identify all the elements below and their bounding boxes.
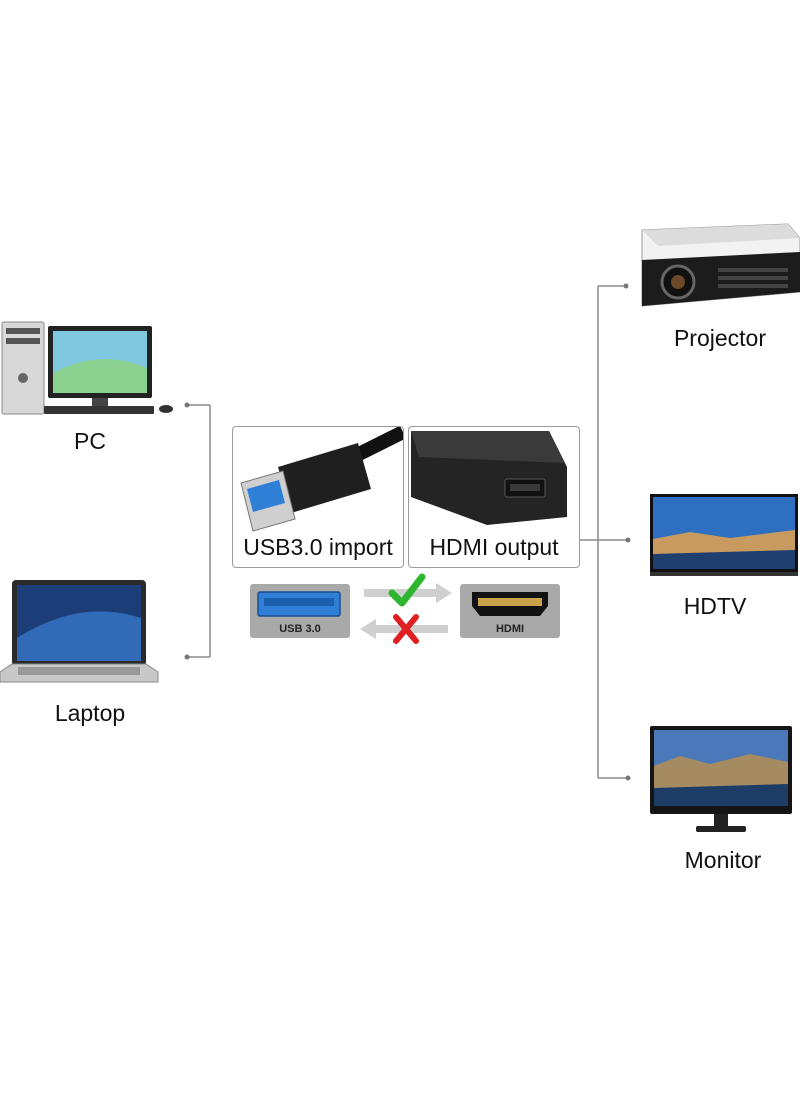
laptop-device <box>0 578 160 690</box>
monitor-device <box>650 726 794 836</box>
usb-import-caption: USB3.0 import <box>243 534 393 560</box>
direction-arrows <box>360 573 452 644</box>
usb-connector-icon <box>240 427 403 532</box>
monitor-label: Monitor <box>684 847 762 873</box>
laptop-icon <box>0 580 159 683</box>
check-icon <box>388 573 426 607</box>
laptop-label: Laptop <box>54 700 126 726</box>
pc-label: PC <box>74 428 106 454</box>
hdmi-port-icon <box>411 431 567 525</box>
hdtv-device <box>650 494 800 580</box>
hdtv-icon <box>650 494 798 576</box>
projector-device <box>638 220 800 316</box>
pc-icon <box>1 321 173 415</box>
hdmi-output-panel: HDMI output <box>408 426 580 568</box>
pc-device <box>0 318 180 418</box>
projector-label: Projector <box>673 325 767 351</box>
usb-import-panel: USB3.0 import <box>232 426 404 568</box>
projector-icon <box>641 223 800 307</box>
monitor-icon <box>650 726 792 832</box>
hdmi-port-label: HDMI <box>495 623 525 635</box>
usb-port-plate: USB 3.0 <box>250 584 350 638</box>
hdmi-port-plate: HDMI <box>460 584 560 638</box>
hdtv-label: HDTV <box>683 593 747 619</box>
hdmi-output-caption: HDMI output <box>429 534 559 560</box>
cross-icon <box>393 614 419 644</box>
hdmi-socket-icon <box>472 592 548 616</box>
usb-port-icon <box>257 591 341 617</box>
usb-port-label: USB 3.0 <box>279 623 321 635</box>
